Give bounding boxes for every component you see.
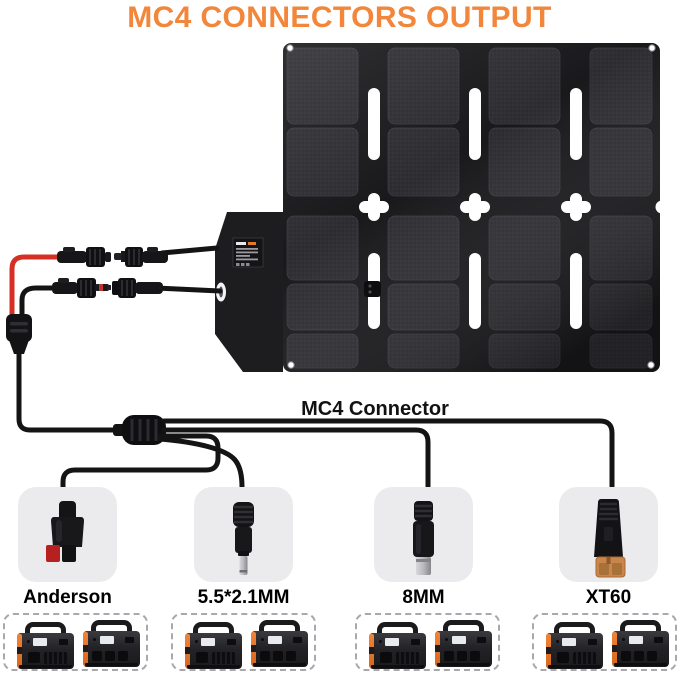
ps-outlet <box>470 651 480 661</box>
ps-outlet <box>92 651 102 661</box>
ps-handle <box>91 620 132 634</box>
power-station-group-5521 <box>171 613 316 671</box>
ps-handle <box>620 620 661 634</box>
power-station <box>185 622 242 669</box>
power-station <box>17 622 74 669</box>
power-station <box>369 622 426 669</box>
ps-handle <box>193 622 234 636</box>
xt60-connector-icon <box>594 499 626 578</box>
main-cable <box>16 349 125 433</box>
ps-display <box>33 638 47 646</box>
ps-outlet <box>28 652 40 663</box>
ps-display <box>629 636 643 644</box>
ps-outlet <box>286 651 296 661</box>
ps-outlet <box>380 652 392 663</box>
ps-display <box>201 638 215 646</box>
power-station <box>546 622 603 669</box>
black-wire <box>19 285 58 316</box>
solar-panel <box>215 43 669 372</box>
ps-handle <box>554 622 595 636</box>
label-anderson: Anderson <box>23 587 112 608</box>
power-station <box>612 620 669 667</box>
ps-display <box>452 636 466 644</box>
ps-handle <box>377 622 418 636</box>
cable-label: MC4 Connector <box>301 398 449 420</box>
panel-slot-cutouts <box>359 88 669 329</box>
ps-display <box>268 636 282 644</box>
power-station <box>251 620 308 667</box>
dc-5521-plug-icon <box>233 502 254 575</box>
y-splitter <box>6 314 32 354</box>
panel-flap <box>215 212 283 372</box>
connector-box-5521 <box>194 487 293 582</box>
ps-handle <box>443 620 484 634</box>
power-station-group-8mm <box>355 613 500 671</box>
label-5521: 5.5*2.1MM <box>197 587 290 608</box>
connector-box-xt60 <box>559 487 658 582</box>
connector-box-8mm <box>374 487 473 582</box>
ps-outlet <box>621 651 631 661</box>
power-station-group-anderson <box>3 613 148 671</box>
snap-buckle <box>364 281 381 297</box>
connector-box-anderson <box>18 487 117 582</box>
power-station <box>83 620 140 667</box>
dc-8mm-plug-icon <box>413 501 434 575</box>
mc4-pair-bottom <box>19 278 163 316</box>
ps-outlet <box>647 651 657 661</box>
grommet-holes <box>286 44 656 369</box>
ps-outlet <box>118 651 128 661</box>
anderson-connector-icon <box>46 501 84 562</box>
label-8mm: 8MM <box>402 587 445 608</box>
page-title: MC4 CONNECTORS OUTPUT <box>127 1 552 34</box>
ps-outlet <box>196 652 208 663</box>
cable-to-8mm <box>161 427 431 490</box>
ps-handle <box>259 620 300 634</box>
label-xt60: XT60 <box>585 587 632 608</box>
four-way-splitter-hub <box>113 415 166 445</box>
ps-handle <box>25 622 66 636</box>
red-wire <box>9 254 61 316</box>
ps-outlet <box>273 651 283 661</box>
ps-outlet <box>260 651 270 661</box>
power-station-group-xt60 <box>532 613 677 671</box>
ps-outlet <box>557 652 569 663</box>
panel-output-wires <box>153 245 223 294</box>
cable-to-xt60 <box>161 418 615 490</box>
cable-to-5521 <box>157 436 245 490</box>
ps-display <box>385 638 399 646</box>
cable-to-anderson <box>60 433 221 490</box>
ps-display <box>100 636 114 644</box>
ps-outlet <box>105 651 115 661</box>
mc4-pair-top <box>9 247 168 316</box>
spec-label <box>232 237 264 268</box>
power-station <box>435 620 492 667</box>
ps-outlet <box>457 651 467 661</box>
ps-outlet <box>444 651 454 661</box>
ps-outlet <box>634 651 644 661</box>
ps-display <box>562 638 576 646</box>
